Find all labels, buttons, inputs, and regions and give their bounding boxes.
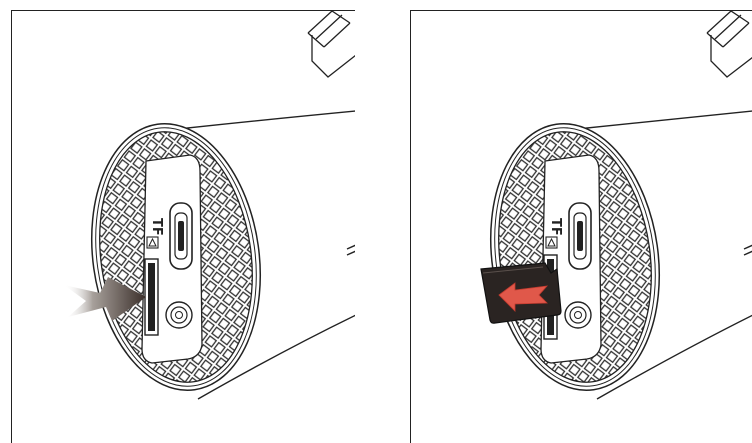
svg-text:TF: TF [548, 218, 563, 236]
face-rim-inner [95, 127, 257, 387]
usb-c-port [169, 202, 193, 270]
device-drawing-insert: TF [64, 11, 355, 400]
diagram-panel-insert: TF [11, 10, 355, 443]
tf-warning-icon [146, 236, 159, 249]
eject-arrow-icon [498, 282, 549, 312]
svg-text:TF: TF [149, 218, 164, 236]
tf-label: TF [548, 218, 563, 236]
diagram-panel-eject: TF [410, 10, 752, 443]
reset-button [564, 301, 592, 329]
tf-warning-icon [545, 236, 558, 249]
device-drawing-eject: TF [480, 11, 752, 400]
tf-card-slot [144, 258, 159, 336]
insert-arrow-icon [64, 277, 146, 321]
mount-bracket [307, 11, 355, 78]
device-body [177, 110, 355, 400]
usb-c-port [568, 202, 592, 270]
tf-label: TF [149, 218, 164, 236]
mount-bracket [706, 11, 752, 78]
reset-button [165, 301, 193, 329]
